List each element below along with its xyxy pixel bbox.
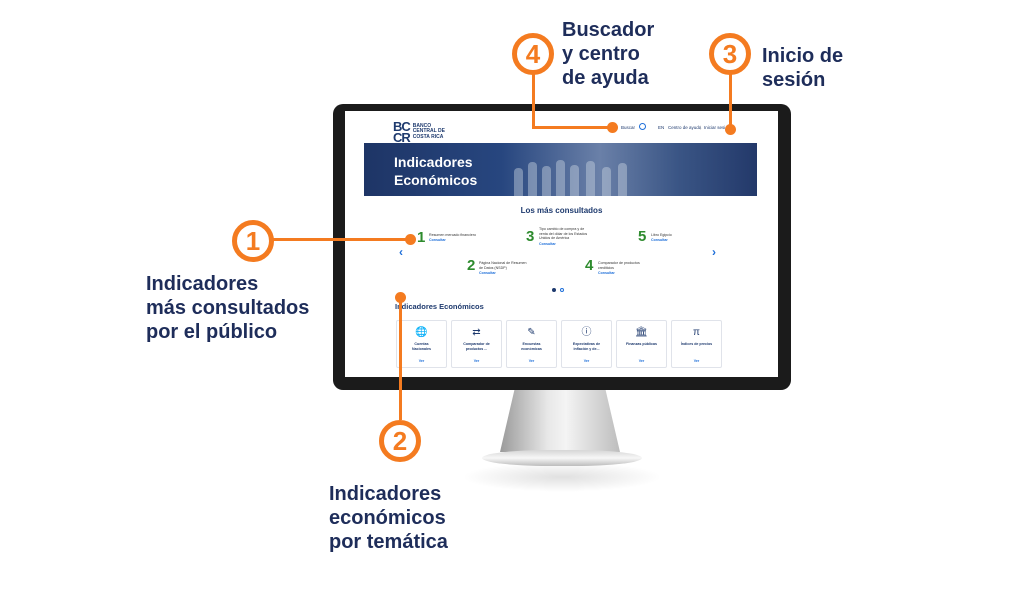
hero-statue — [514, 168, 523, 196]
monitor-base — [482, 450, 642, 466]
search-icon[interactable] — [639, 123, 646, 130]
hero-statue — [586, 161, 595, 196]
monitor-stand — [500, 390, 620, 452]
callout-2-line — [399, 298, 402, 420]
callout-3-dot — [725, 124, 736, 135]
rank-number: 3 — [526, 228, 535, 245]
language-link[interactable]: EN — [658, 125, 665, 130]
callout-2-badge: 2 — [379, 420, 421, 462]
callout-1-badge: 1 — [232, 220, 274, 262]
card-label: Cuentas Nacionales — [412, 342, 431, 351]
compare-icon: ⇄ — [472, 327, 481, 338]
callout-3-badge: 3 — [709, 33, 751, 75]
callout-2-dot — [395, 292, 406, 303]
card-label: Índices de precios — [680, 342, 713, 346]
rank-consult-link[interactable]: Consultar — [429, 238, 446, 242]
rank-title: Resumen mercado financiero — [429, 233, 476, 237]
card-view-link[interactable]: Ver — [528, 359, 535, 363]
rank-consult-link[interactable]: Consultar — [479, 271, 496, 275]
edit-icon: ✎ — [527, 327, 536, 338]
indicators-section-title: Indicadores Económicos — [395, 302, 484, 311]
logo-mark: BC CR — [393, 119, 411, 145]
card-view-link[interactable]: Ver — [418, 359, 425, 363]
rank-title: Comparador de productos crediticios — [598, 261, 640, 270]
carousel-prev-arrow[interactable]: ‹ — [399, 245, 403, 259]
callout-3-text: Inicio de sesión — [762, 45, 844, 91]
callout-4-badge: 4 — [512, 33, 554, 75]
indicator-card-indices-precios[interactable]: π Índices de precios Ver — [671, 320, 722, 368]
hero-statue — [602, 167, 611, 196]
carousel-dot-active[interactable] — [552, 288, 556, 292]
rank-number: 1 — [417, 229, 426, 246]
card-view-link[interactable]: Ver — [638, 359, 645, 363]
carousel-dot[interactable] — [560, 288, 564, 292]
carousel-next-arrow[interactable]: › — [712, 245, 716, 259]
search-link[interactable]: Buscar — [621, 125, 636, 130]
rank-title: Tipo cambio de compra y de venta del dól… — [539, 227, 588, 241]
card-view-link[interactable]: Ver — [583, 359, 590, 363]
rank-number: 5 — [638, 228, 647, 245]
hero-statue — [542, 166, 551, 196]
callout-1-text: Indicadores más consultados por el públi… — [146, 273, 310, 343]
card-label: Expectativas de inflación y de... — [572, 342, 601, 351]
indicator-card-comparador[interactable]: ⇄ Comparador de productos ... Ver — [451, 320, 502, 368]
globe-icon: 🌐 — [415, 327, 428, 338]
callout-1-line — [272, 238, 410, 241]
bank-icon: 🏛 — [635, 327, 648, 338]
website-screen: BC CR BANCO CENTRAL DE COSTA RICA Buscar… — [345, 111, 778, 377]
hero-statue — [570, 165, 579, 196]
hero-statue — [618, 163, 627, 196]
hero-statue — [556, 160, 565, 196]
card-label: Finanzas públicas — [626, 342, 657, 346]
info-icon: ⓘ — [581, 327, 592, 338]
callout-4-dot — [607, 122, 618, 133]
rank-title: Página Nacional de Resumen de Datos (NSD… — [479, 261, 527, 270]
rank-number: 2 — [467, 257, 476, 274]
login-link[interactable]: Iniciar sesión — [704, 125, 731, 130]
card-label: Comparador de productos ... — [463, 342, 490, 351]
callout-4-text: Buscador y centro de ayuda — [562, 19, 655, 89]
rank-consult-link[interactable]: Consultar — [539, 242, 556, 246]
hero-banner: Indicadores Económicos — [364, 143, 757, 196]
indicator-card-finanzas[interactable]: 🏛 Finanzas públicas Ver — [616, 320, 667, 368]
rank-number: 4 — [585, 257, 594, 274]
indicator-card-cuentas-nacionales[interactable]: 🌐 Cuentas Nacionales Ver — [396, 320, 447, 368]
rank-title: Libro Egipcio — [651, 233, 672, 237]
callout-1-dot — [405, 234, 416, 245]
hero-title: Indicadores Económicos — [394, 154, 478, 188]
callout-2-text: Indicadores económicos por temática — [329, 483, 448, 553]
callout-4-line-horizontal — [532, 126, 612, 129]
card-view-link[interactable]: Ver — [693, 359, 700, 363]
help-center-link[interactable]: Centro de ayuda — [668, 125, 702, 130]
pi-icon: π — [693, 327, 700, 338]
bccr-logo[interactable]: BC CR BANCO CENTRAL DE COSTA RICA — [393, 119, 445, 145]
indicator-card-expectativas[interactable]: ⓘ Expectativas de inflación y de... Ver — [561, 320, 612, 368]
rank-consult-link[interactable]: Consultar — [651, 238, 668, 242]
stand-shadow — [462, 462, 662, 492]
callout-4-line-vertical — [532, 74, 535, 128]
logo-text: BANCO CENTRAL DE COSTA RICA — [412, 122, 445, 140]
indicator-card-encuestas[interactable]: ✎ Encuestas económicas Ver — [506, 320, 557, 368]
callout-3-line — [729, 74, 732, 128]
hero-statue — [528, 162, 537, 196]
most-consulted-title: Los más consultados — [520, 206, 603, 215]
card-label: Encuestas económicas — [521, 342, 542, 351]
rank-consult-link[interactable]: Consultar — [598, 271, 615, 275]
card-view-link[interactable]: Ver — [473, 359, 480, 363]
nav-divider: | — [700, 125, 702, 130]
